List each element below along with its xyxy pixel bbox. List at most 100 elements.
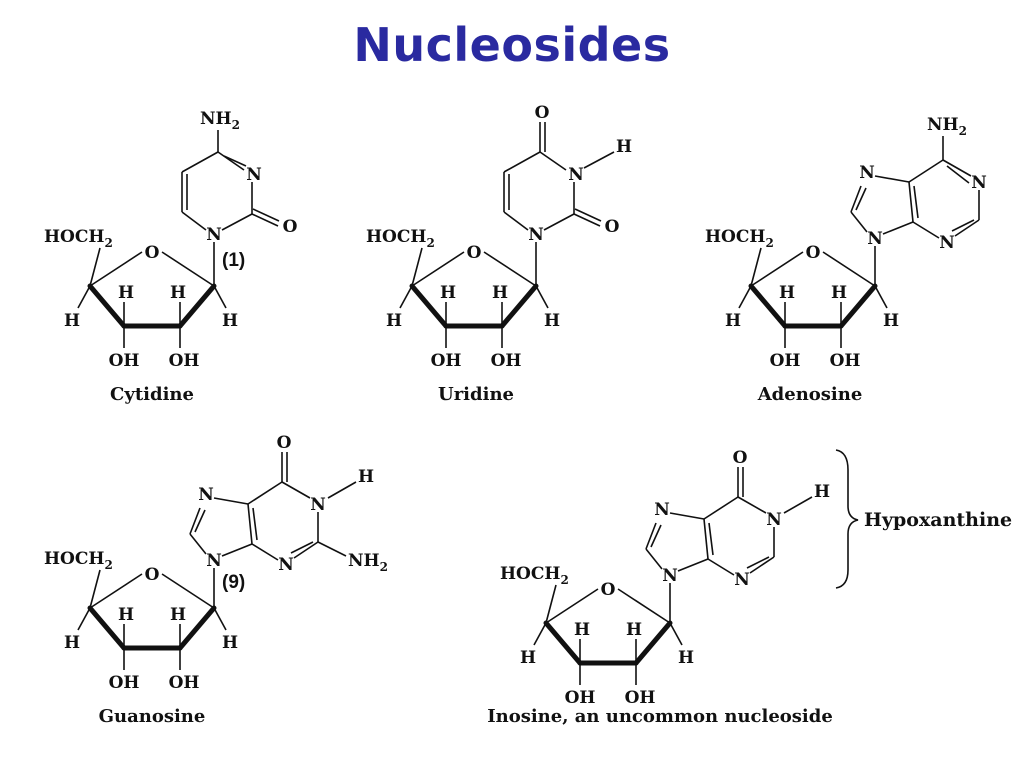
nitrogen-label: N — [198, 485, 214, 505]
ring-bond — [707, 558, 735, 576]
c4-c3-bond — [409, 283, 449, 329]
h-bond — [399, 285, 413, 309]
c4-c3-bond — [87, 283, 127, 329]
ring-bond — [908, 159, 944, 183]
oh-label: OH — [491, 351, 522, 371]
double-bond — [746, 556, 770, 569]
h-label: H — [64, 633, 80, 653]
ring-bond — [669, 512, 705, 520]
ring-oxygen-label: O — [145, 565, 160, 585]
double-bond — [290, 541, 314, 554]
structure-caption: Adenosine — [757, 384, 863, 405]
c5-c4-bond — [750, 247, 762, 287]
c5-c4-bond — [89, 569, 101, 609]
h-bond — [669, 622, 683, 646]
c4-o-bond — [750, 251, 804, 287]
oh-label: OH — [109, 351, 140, 371]
ring-bond — [189, 507, 201, 535]
h-bond — [213, 285, 227, 309]
double-bond — [951, 219, 975, 232]
c4-o-bond — [411, 251, 465, 287]
double-bond — [194, 509, 206, 533]
ring-bond — [749, 556, 775, 574]
h-bond — [533, 622, 547, 646]
ring-oxygen-label: O — [145, 243, 160, 263]
h-label: H — [118, 605, 134, 625]
carbonyl-oxygen-label: O — [605, 217, 620, 237]
ring-bond — [677, 558, 709, 572]
oh-label: OH — [169, 673, 200, 693]
c4-o-bond — [89, 251, 143, 287]
c4-o-bond — [89, 573, 143, 609]
ring-bond — [503, 151, 541, 173]
o-c1-bond — [161, 573, 215, 609]
carbonyl-oxygen-label: O — [277, 433, 292, 453]
nitrogen-label: N — [939, 233, 955, 253]
ring-bond — [874, 175, 910, 183]
amino-label: NH2 — [200, 109, 240, 132]
nh-bond — [583, 151, 615, 169]
amino-label: NH2 — [348, 551, 388, 574]
h-bond — [77, 285, 91, 309]
ring-bond — [645, 548, 663, 570]
ring-oxygen-label: O — [601, 580, 616, 600]
ring-bond — [645, 522, 657, 550]
ring-bond — [293, 541, 319, 559]
h-label: H — [358, 467, 374, 487]
nitrogen-label: N — [867, 229, 883, 249]
h-label: H — [779, 283, 795, 303]
structure-caption: Guanosine — [99, 706, 206, 727]
double-bond — [946, 165, 970, 184]
ring-bond — [908, 181, 914, 223]
h-label: H — [170, 283, 186, 303]
carbonyl-oxygen-label: O — [283, 217, 298, 237]
h-label: H — [440, 283, 456, 303]
carbonyl-bond — [574, 208, 602, 222]
h-label: H — [222, 311, 238, 331]
oh-label: OH — [431, 351, 462, 371]
ring-bond — [221, 213, 253, 231]
h-bond — [738, 285, 752, 309]
c2-c1-bond — [633, 620, 673, 666]
h-label: H — [814, 482, 830, 502]
carbonyl-bond — [573, 213, 601, 227]
h-label: H — [626, 620, 642, 640]
h-label: H — [678, 648, 694, 668]
o-c1-bond — [161, 251, 215, 287]
h-bond — [874, 285, 888, 309]
h-label: H — [725, 311, 741, 331]
double-bond — [913, 185, 919, 219]
position-annotation: (1) — [222, 250, 245, 271]
ring-bond — [213, 497, 249, 505]
h-label: H — [64, 311, 80, 331]
double-bond — [252, 507, 258, 541]
h-bond — [77, 607, 91, 631]
c5-c4-bond — [545, 584, 557, 624]
nitrogen-label: N — [766, 510, 782, 530]
double-bond — [855, 187, 867, 211]
nitrogen-label: N — [734, 570, 750, 590]
c4-c3-bond — [87, 605, 127, 651]
structure-caption: Inosine, an uncommon nucleoside — [487, 706, 833, 727]
ring-bond — [850, 211, 868, 233]
h-label: H — [831, 283, 847, 303]
nh-bond — [783, 496, 813, 514]
nitrogen-label: N — [246, 165, 262, 185]
amino-label: NH2 — [927, 115, 967, 138]
ring-bond — [954, 219, 980, 237]
oh-label: OH — [625, 688, 656, 708]
oh-label: OH — [770, 351, 801, 371]
nitrogen-label: N — [662, 566, 678, 586]
hypoxanthine-brace: Hypoxanthine — [835, 449, 1012, 589]
oh-label: OH — [109, 673, 140, 693]
oh-label: OH — [169, 351, 200, 371]
structure-caption: Cytidine — [110, 384, 194, 405]
h-label: H — [386, 311, 402, 331]
h-bond — [213, 607, 227, 631]
oh-label: OH — [565, 688, 596, 708]
ring-oxygen-label: O — [467, 243, 482, 263]
h-bond — [535, 285, 549, 309]
position-annotation: (9) — [222, 572, 245, 593]
